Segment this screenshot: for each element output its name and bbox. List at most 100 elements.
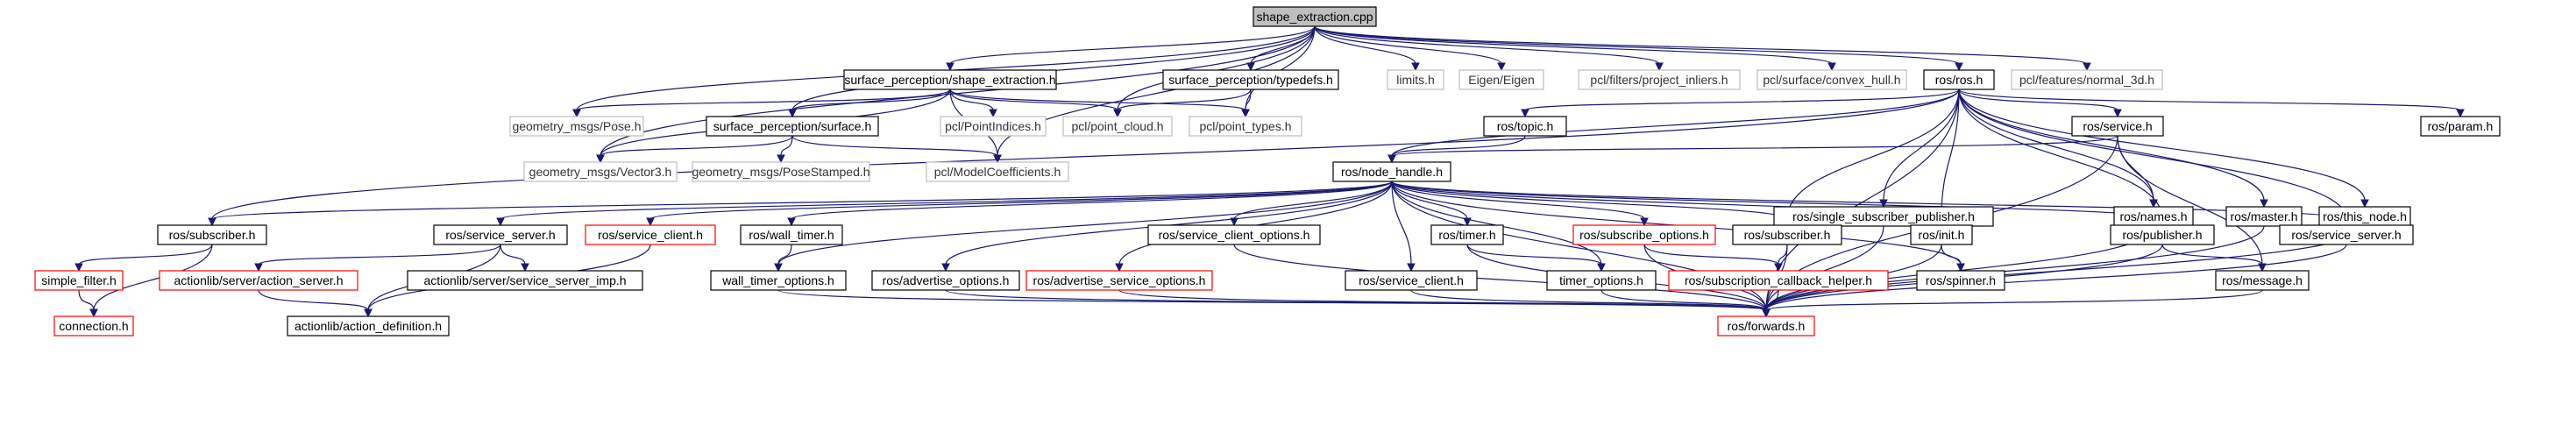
graph-node-ros_spinner[interactable]: ros/spinner.h [1916,270,2005,291]
edge-root-to-ros [1314,25,1960,65]
edge-arrowhead-ros_sub_l-to-simple_filter [75,263,83,273]
graph-node-label: Eigen/Eigen [1468,73,1535,87]
graph-node-timer_opt[interactable]: timer_options.h [1546,270,1657,291]
graph-node-label: connection.h [59,319,128,333]
graph-node-pcl_proj[interactable]: pcl/filters/project_inliers.h [1578,69,1741,90]
graph-node-box [710,270,847,291]
graph-node-pcl_pi[interactable]: pcl/PointIndices.h [940,116,1047,137]
graph-node-ros_param[interactable]: ros/param.h [2420,116,2501,137]
graph-node-label: limits.h [1396,73,1435,87]
graph-node-label: ros/node_handle.h [1341,165,1443,179]
graph-node-pcl_mc[interactable]: pcl/ModelCoefficients.h [926,161,1069,182]
graph-node-ros_ss_r[interactable]: ros/service_server.h [2279,224,2414,245]
graph-node-ros_nh[interactable]: ros/node_handle.h [1332,161,1451,182]
graph-node-gm_vec[interactable]: geometry_msgs/Vector3.h [523,161,678,182]
graph-node-ros_sub_l[interactable]: ros/subscriber.h [157,224,267,245]
edge-ros-to-ros_topic [1524,89,1960,111]
edge-simple_filter-to-connection [78,289,95,311]
graph-node-ros_fwd[interactable]: ros/forwards.h [1717,315,1815,336]
graph-node-box [2420,116,2501,137]
graph-node-label: ros/subscriber.h [169,228,256,242]
edge-root-to-eigen [1314,25,1502,65]
graph-node-box [407,270,643,291]
graph-node-pcl_hull[interactable]: pcl/surface/convex_hull.h [1756,69,1907,90]
edge-arrowhead-al_as-to-al_ad [364,308,373,318]
graph-node-label: ros/subscription_callback_helper.h [1685,273,1872,287]
edge-ros-to-ros_sub_m [1786,89,1960,220]
graph-node-label: pcl/features/normal_3d.h [2019,73,2154,87]
graph-node-box [1387,69,1444,90]
edge-root-to-pcl_hull [1314,25,1833,65]
edge-ros-to-ros_init [1941,89,1960,220]
graph-node-ros_service[interactable]: ros/service.h [2071,116,2164,137]
graph-node-box [843,69,1057,90]
graph-node-box [1483,116,1567,137]
graph-node-box [2225,206,2303,227]
edge-arrowhead-ros-to-ros_thisnode [2360,199,2369,209]
graph-node-ros_ssp[interactable]: ros/single_subscriber_publisher.h [1773,206,1994,227]
graph-node-al_ad[interactable]: actionlib/action_definition.h [287,315,450,336]
graph-node-sp_typedefs[interactable]: surface_perception/typedefs.h [1162,69,1339,90]
edge-ros_sco-to-ros_fwd [1233,244,1767,311]
graph-node-ros_sc_l[interactable]: ros/service_client.h [585,224,716,245]
graph-node-ros_init[interactable]: ros/init.h [1910,224,1973,245]
graph-node-ros_sc_m[interactable]: ros/service_client.h [1345,270,1478,291]
graph-node-ros_ss_l[interactable]: ros/service_server.h [433,224,568,245]
edge-sp_shape-to-pcl_pi [949,89,994,111]
graph-node-pcl_pc[interactable]: pcl/point_cloud.h [1062,116,1173,137]
graph-node-ros_subopt[interactable]: ros/subscribe_options.h [1572,224,1716,245]
graph-node-wto[interactable]: wall_timer_options.h [710,270,847,291]
graph-node-box [2011,69,2163,90]
graph-node-ros_master[interactable]: ros/master.h [2225,206,2303,227]
graph-node-ros_aso[interactable]: ros/advertise_service_options.h [1025,270,1213,291]
graph-node-gm_pose[interactable]: geometry_msgs/Pose.h [509,116,644,137]
graph-node-limits[interactable]: limits.h [1387,69,1444,90]
graph-node-ros_wt[interactable]: ros/wall_timer.h [740,224,843,245]
graph-node-label: ros/advertise_options.h [883,273,1010,287]
edge-root-to-limits [1314,25,1416,65]
edge-root-to-gm_pose [576,25,1316,111]
graph-node-ros_thisnode[interactable]: ros/this_node.h [2318,206,2411,227]
graph-node-simple_filter[interactable]: simple_filter.h [34,270,124,291]
edge-ros_ss_l-to-al_ssi [500,244,526,266]
graph-node-label: ros/single_subscriber_publisher.h [1792,209,1975,223]
graph-node-box [2215,270,2310,291]
graph-node-pcl_normal[interactable]: pcl/features/normal_3d.h [2011,69,2163,90]
graph-node-ros_sub_m[interactable]: ros/subscriber.h [1732,224,1842,245]
graph-node-box [1910,224,1973,245]
graph-node-ros_message[interactable]: ros/message.h [2215,270,2310,291]
graph-node-box [926,161,1069,182]
edge-arrowhead-root-to-sp_shape [946,62,954,72]
edge-arrowhead-root-to-pcl_proj [1655,62,1664,72]
graph-node-ros_topic[interactable]: ros/topic.h [1483,116,1567,137]
graph-node-label: ros/names.h [2119,209,2187,223]
graph-node-label: ros/service_client.h [598,228,703,242]
edge-arrowhead-ros-to-ros_master [2260,199,2268,209]
graph-node-ros_sco[interactable]: ros/service_client_options.h [1147,224,1321,245]
graph-node-eigen[interactable]: Eigen/Eigen [1458,69,1544,90]
graph-node-ros[interactable]: ros/ros.h [1923,69,1995,90]
graph-node-al_as[interactable]: actionlib/server/action_server.h [159,270,358,291]
graph-node-box [433,224,568,245]
graph-node-ros_pub[interactable]: ros/publisher.h [2110,224,2215,245]
graph-node-ros_names[interactable]: ros/names.h [2113,206,2194,227]
graph-node-ros_ao[interactable]: ros/advertise_options.h [871,270,1020,291]
graph-node-connection[interactable]: connection.h [53,315,134,336]
edge-ros_sub_l-to-simple_filter [78,244,213,266]
edge-ros_nh-to-ros_sub_m [1391,181,1788,220]
graph-node-label: ros/timer.h [1438,228,1495,242]
graph-node-ros_timer[interactable]: ros/timer.h [1430,224,1504,245]
graph-node-al_ssi[interactable]: actionlib/server/service_server_imp.h [407,270,643,291]
graph-node-sp_surface[interactable]: surface_perception/surface.h [706,116,879,137]
graph-node-pcl_pt[interactable]: pcl/point_types.h [1189,116,1302,137]
graph-node-box [585,224,716,245]
graph-node-gm_ps[interactable]: geometry_msgs/PoseStamped.h [692,161,870,182]
edge-ros_timer-to-timer_opt [1466,244,1602,266]
graph-node-ros_sch[interactable]: ros/subscription_callback_helper.h [1668,270,1889,291]
graph-node-sp_shape[interactable]: surface_perception/shape_extraction.h [843,69,1057,90]
graph-node-label: wall_timer_options.h [721,273,834,287]
edge-ros_pub-to-ros_message [2161,244,2263,266]
edge-ros-to-ros_sub_l [211,89,1960,220]
graph-node-box [1147,224,1321,245]
